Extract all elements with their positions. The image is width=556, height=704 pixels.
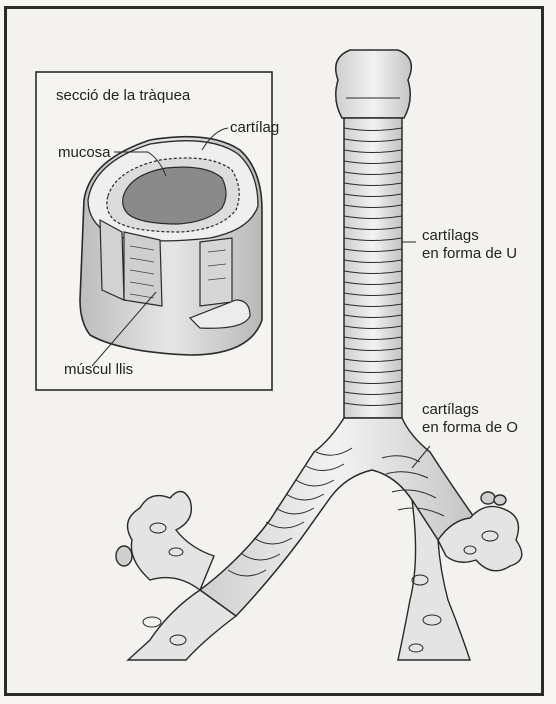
right-bronchiole-opening-a [481,492,495,504]
cross-section [80,137,262,355]
cut-face-right [200,238,232,306]
label-u-line2: en forma de U [422,245,517,262]
left-upper-branch [128,491,215,590]
inset-title: secció de la tràquea [56,87,191,104]
label-mucosa: mucosa [58,144,111,161]
right-bronchiole-opening-b [494,495,506,505]
label-o-line1: cartílags [422,401,479,418]
label-u-line1: cartílags [422,227,479,244]
cut-face-muscle [124,232,162,306]
inset-panel: secció de la tràquea [36,72,279,390]
cut-face-left [100,220,124,300]
larynx [336,50,412,118]
label-o-line2: en forma de O [422,419,518,436]
left-bronchiole-opening [116,546,132,566]
trachea-labels: cartílags en forma de U cartílags en for… [402,227,518,468]
label-cartilage: cartílag [230,119,279,136]
label-smooth-muscle: múscul llis [64,361,133,378]
